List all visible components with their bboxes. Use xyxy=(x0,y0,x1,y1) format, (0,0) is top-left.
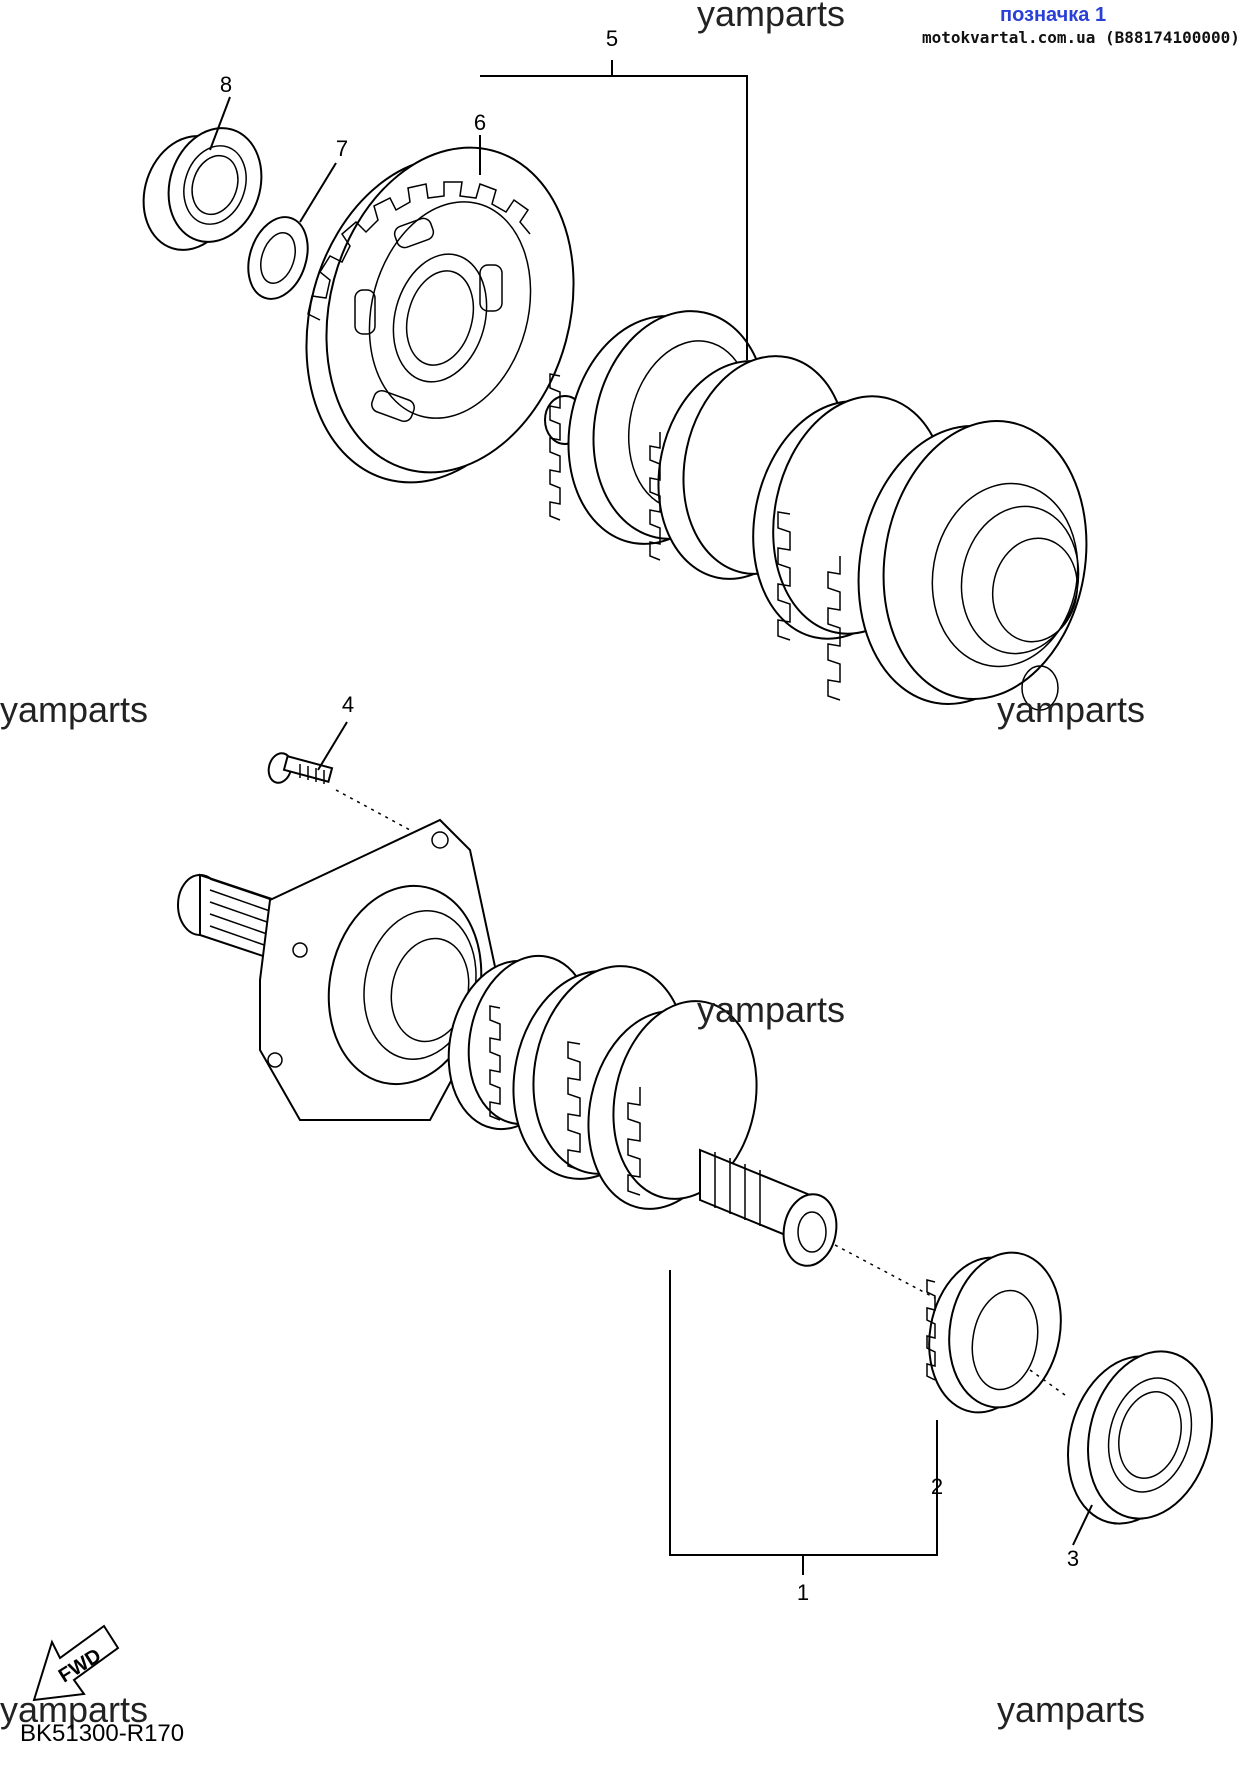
part-6-gear xyxy=(305,146,575,484)
leader-lines xyxy=(209,60,1093,1575)
part-2-gear xyxy=(926,1251,1066,1414)
callout-5: 5 xyxy=(606,26,618,51)
part-1-main-axle xyxy=(177,818,936,1299)
watermark: yamparts xyxy=(0,689,148,730)
callout-4: 4 xyxy=(342,692,354,717)
part-4-screw xyxy=(267,752,411,831)
callout-6: 6 xyxy=(474,110,486,135)
callout-2: 2 xyxy=(931,1474,943,1499)
part-3-bearing xyxy=(1067,1350,1213,1525)
watermark: yamparts xyxy=(697,0,845,34)
watermark: yamparts xyxy=(997,689,1145,730)
part-8-bearing xyxy=(142,127,263,251)
header-source: motokvartal.com.ua (B88174100000) xyxy=(922,28,1240,47)
part-7-washer xyxy=(247,216,309,300)
diagram-code: BK51300-R170 xyxy=(20,1720,185,1747)
part-5-axle-gear-cluster xyxy=(544,310,1088,711)
header-label: позначка 1 xyxy=(1000,4,1107,26)
callout-1: 1 xyxy=(797,1580,809,1605)
callout-8: 8 xyxy=(220,72,232,97)
callout-7: 7 xyxy=(336,136,348,161)
watermark: yamparts xyxy=(697,989,845,1030)
watermark: yamparts xyxy=(997,1689,1145,1730)
callout-3: 3 xyxy=(1067,1546,1079,1571)
